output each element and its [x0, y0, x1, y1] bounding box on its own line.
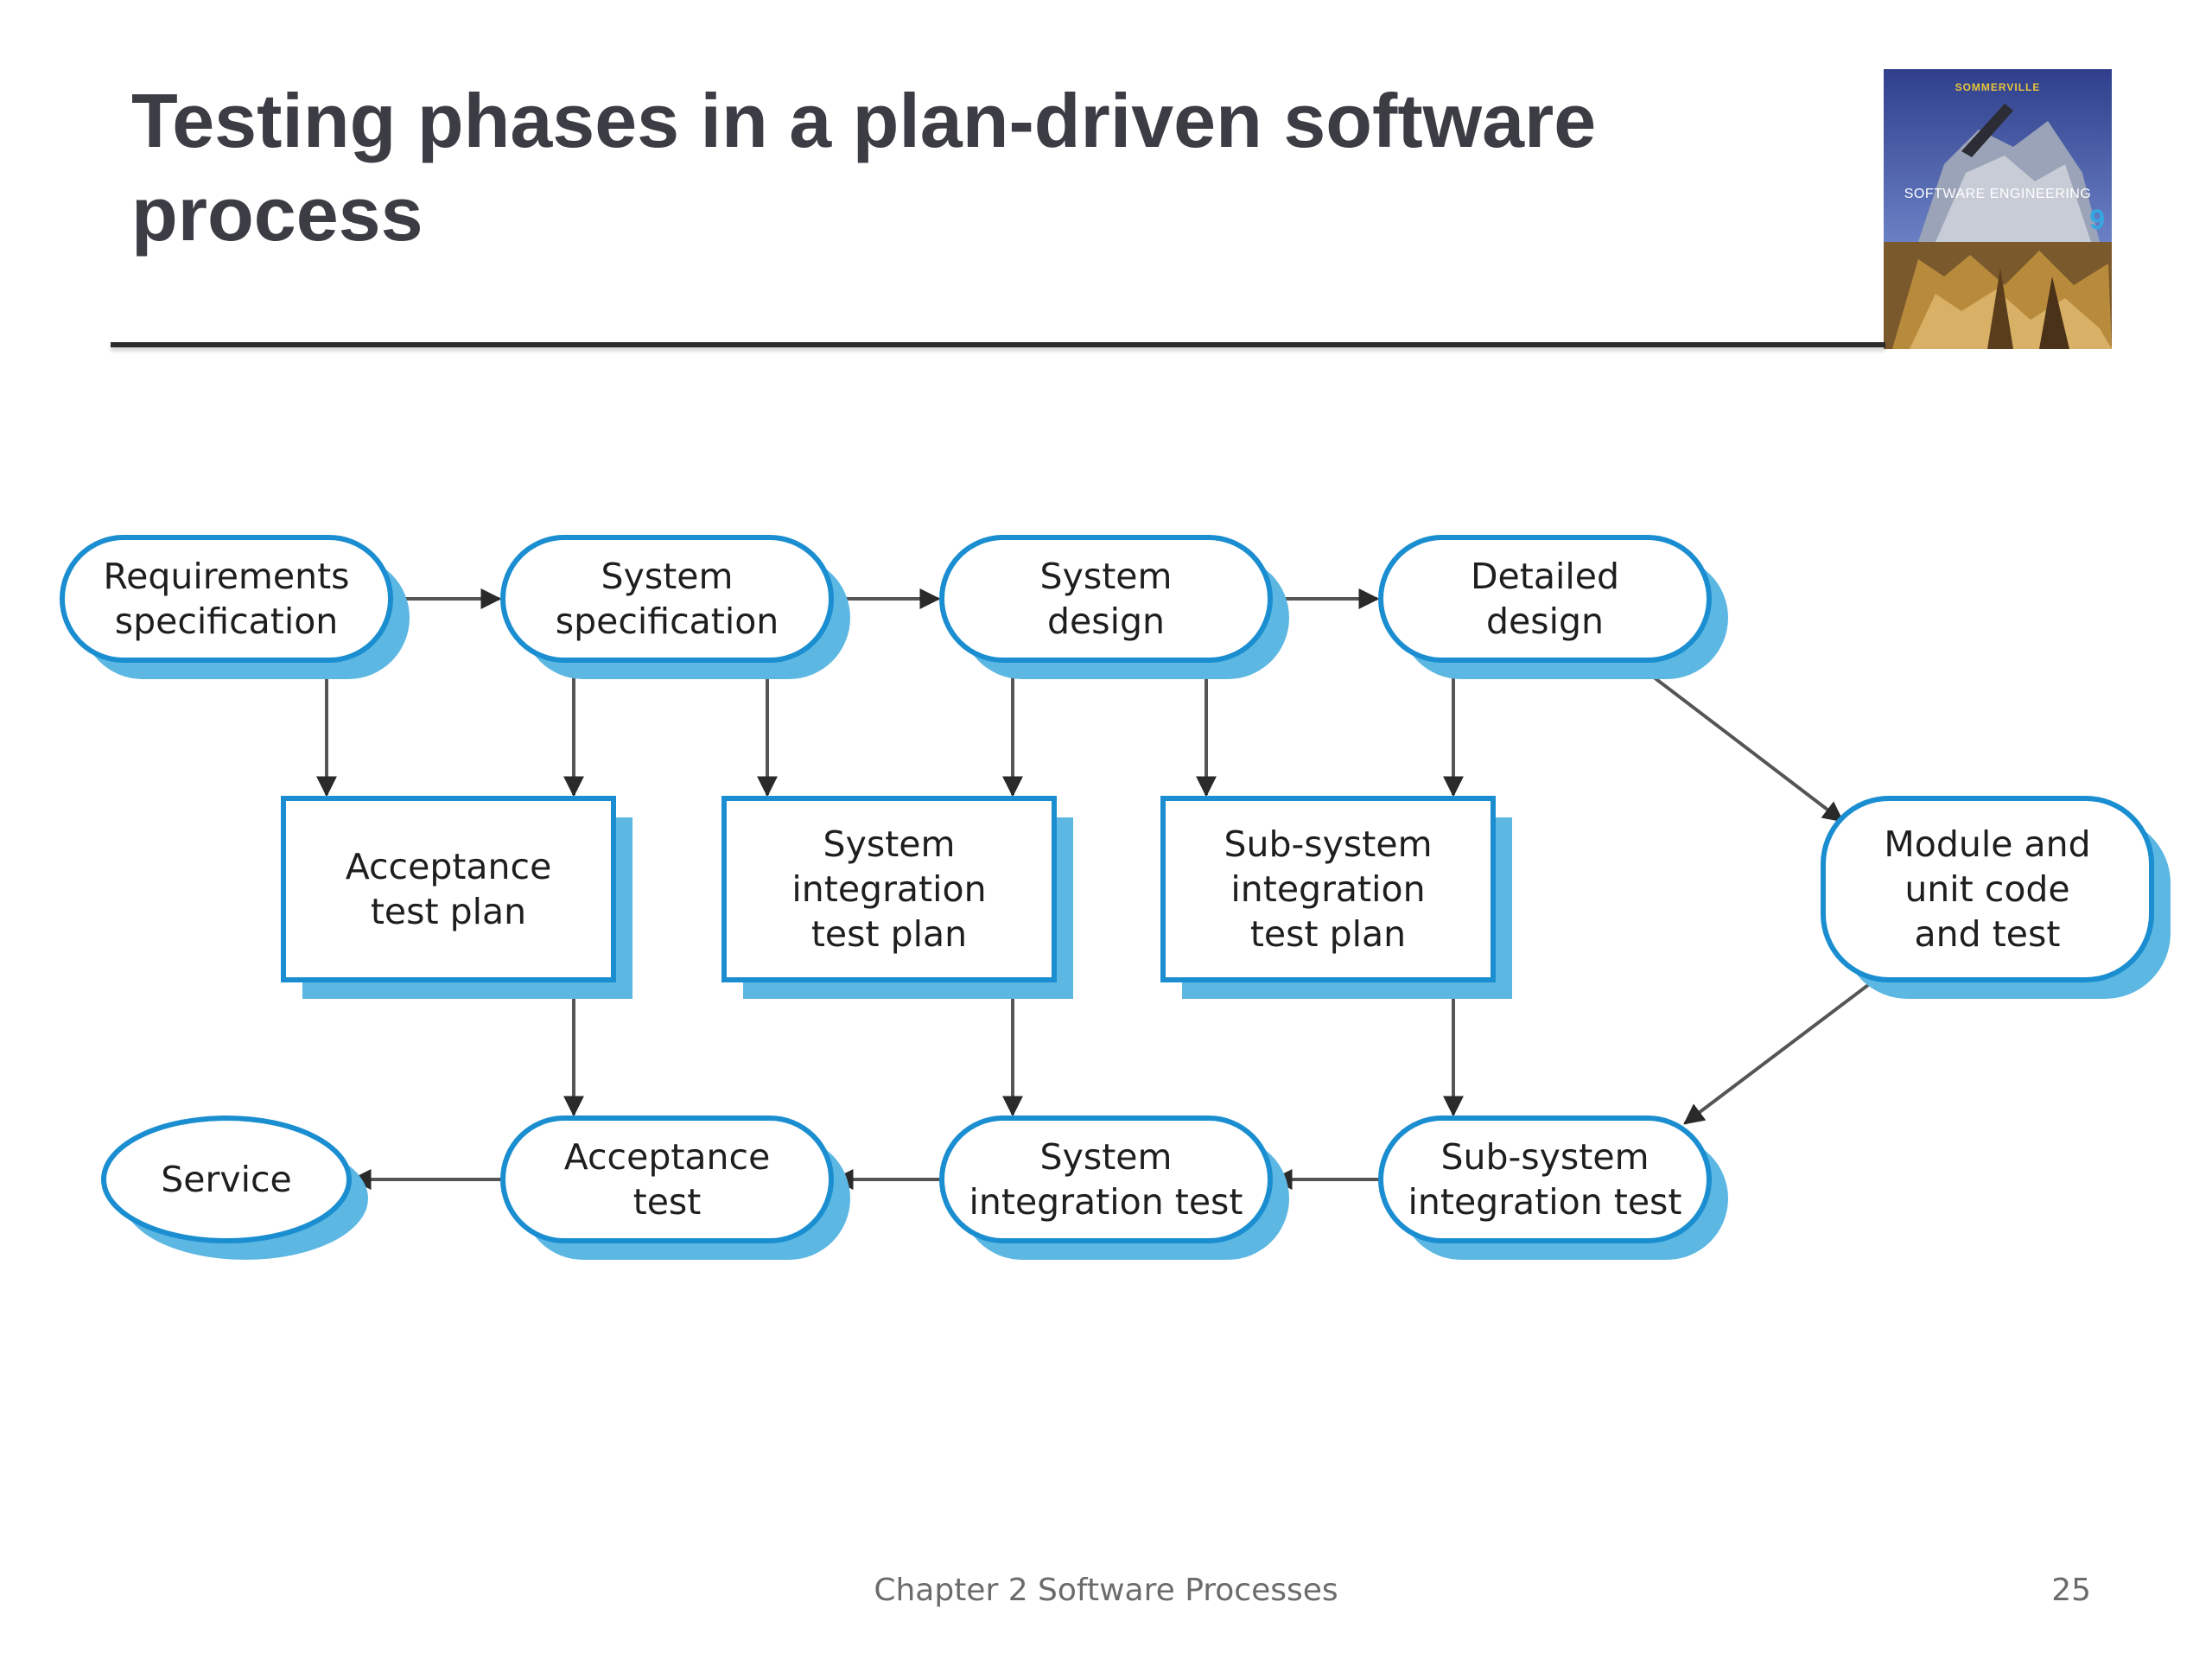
node-shape	[500, 535, 834, 663]
node-label: test	[633, 1181, 702, 1223]
node-label: System	[1040, 1136, 1173, 1178]
node-shape	[60, 535, 393, 663]
node-shape	[281, 796, 616, 982]
node-shape	[500, 1116, 834, 1243]
node-shape	[1378, 535, 1712, 663]
node-shape	[101, 1116, 352, 1243]
page-number: 25	[2051, 1573, 2091, 1608]
title-divider	[111, 342, 1885, 347]
node-label: and test	[1915, 913, 2061, 955]
node-label: design	[1047, 601, 1165, 642]
node-label: System	[823, 823, 956, 865]
node-label: unit code	[1904, 868, 2069, 910]
node-shape	[1160, 796, 1496, 982]
node-shape	[1821, 796, 2154, 982]
node-service: Service	[101, 1116, 368, 1260]
node-label: integration test	[969, 1181, 1243, 1223]
node-label: integration test	[1408, 1181, 1682, 1223]
node-label: Acceptance	[346, 846, 552, 887]
book-title-label: SOFTWARE ENGINEERING	[1904, 187, 2092, 201]
node-shape	[721, 796, 1057, 982]
node-label: System	[1040, 556, 1173, 597]
node-label: specification	[115, 601, 339, 642]
node-label: test plan	[371, 891, 526, 932]
node-label: integration	[1230, 868, 1425, 910]
node-label: integration	[791, 868, 986, 910]
node-label: Sub-system	[1440, 1136, 1649, 1178]
book-edition-label: 9	[2089, 204, 2105, 235]
edge-layer	[316, 588, 1877, 1190]
node-shape	[1378, 1116, 1712, 1243]
node-label: specification	[556, 601, 779, 642]
book-series-label: SOMMERVILLE	[1955, 81, 2041, 93]
node-layer: RequirementsspecificationSystemspecifica…	[60, 535, 2171, 1260]
slide-title: Testing phases in a plan-driven software…	[131, 78, 1597, 257]
node-label: Detailed	[1471, 556, 1619, 597]
node-label: Service	[161, 1159, 292, 1200]
book-cover-image: SOMMERVILLE SOFTWARE ENGINEERING 9	[1884, 69, 2112, 349]
node-label: Module and	[1884, 823, 2090, 865]
node-label: Sub-system	[1224, 823, 1432, 865]
node-label: design	[1486, 601, 1604, 642]
arrow-detailed-design-to-module-unit	[1630, 658, 1844, 823]
node-shape	[939, 535, 1273, 663]
node-shape	[939, 1116, 1273, 1243]
node-label: test plan	[1250, 913, 1406, 955]
node-label: Acceptance	[564, 1136, 771, 1178]
node-label: Requirements	[103, 556, 349, 597]
node-label: test plan	[811, 913, 967, 955]
node-label: System	[601, 556, 734, 597]
arrow-module-unit-to-subsys-int-test	[1683, 978, 1877, 1125]
footer-chapter-label: Chapter 2 Software Processes	[874, 1573, 1338, 1608]
